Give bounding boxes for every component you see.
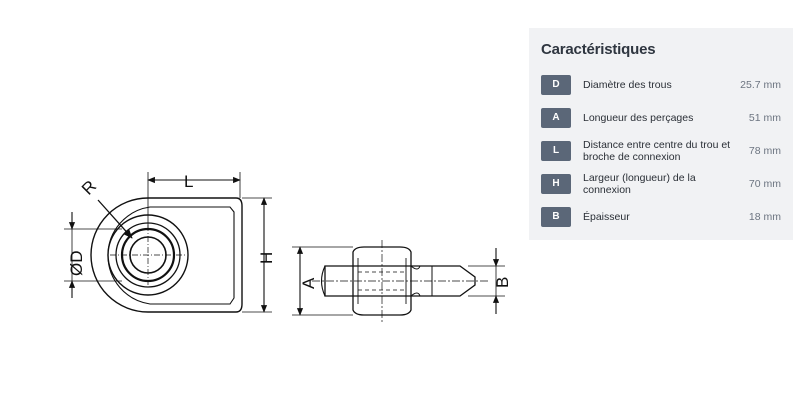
spec-badge: H bbox=[541, 173, 571, 194]
spec-label: Épaisseur bbox=[583, 210, 630, 223]
dim-R-label: R bbox=[78, 177, 100, 199]
characteristics-title: Caractéristiques bbox=[541, 41, 656, 58]
spec-badge: D bbox=[541, 74, 571, 95]
dim-B-label: B bbox=[493, 277, 512, 288]
spec-label: Largeur (longueur) de la connexion bbox=[583, 171, 696, 196]
front-view-outline bbox=[90, 197, 243, 313]
characteristics-panel: Caractéristiques D Diamètre des trous 25… bbox=[529, 28, 793, 240]
spec-badge: B bbox=[541, 206, 571, 227]
dim-B bbox=[468, 248, 505, 314]
spec-badge: A bbox=[541, 107, 571, 128]
spec-row-bore-length: A Longueur des perçages 51 mm bbox=[541, 101, 781, 134]
spec-row-center-distance: L Distance entre centre du trou et broch… bbox=[541, 134, 781, 167]
technical-drawing: R L H ØD bbox=[64, 172, 512, 322]
dim-H bbox=[242, 197, 272, 313]
dim-L-label: L bbox=[184, 172, 193, 191]
dim-A-label: A bbox=[299, 277, 318, 289]
dim-A bbox=[292, 246, 353, 316]
dim-H-label: H bbox=[257, 252, 276, 264]
spec-label: Longueur des perçages bbox=[583, 111, 694, 124]
spec-value: 78 mm bbox=[748, 144, 781, 157]
front-view bbox=[90, 197, 243, 313]
spec-label: Diamètre des trous bbox=[583, 78, 672, 91]
spec-value: 18 mm bbox=[748, 210, 781, 223]
dim-D bbox=[64, 212, 122, 298]
spec-value: 70 mm bbox=[748, 177, 781, 190]
spec-row-connection-width: H Largeur (longueur) de la connexion 70 … bbox=[541, 167, 781, 200]
spec-badge: L bbox=[541, 140, 571, 161]
spec-label: Distance entre centre du trou et broche … bbox=[583, 138, 731, 163]
spec-value: 51 mm bbox=[748, 111, 781, 124]
dim-D-label: ØD bbox=[67, 251, 86, 277]
spec-row-thickness: B Épaisseur 18 mm bbox=[541, 200, 781, 233]
spec-value: 25.7 mm bbox=[740, 78, 781, 91]
side-view bbox=[312, 240, 488, 322]
dim-L bbox=[147, 172, 241, 230]
spec-row-diameter: D Diamètre des trous 25.7 mm bbox=[541, 68, 781, 101]
